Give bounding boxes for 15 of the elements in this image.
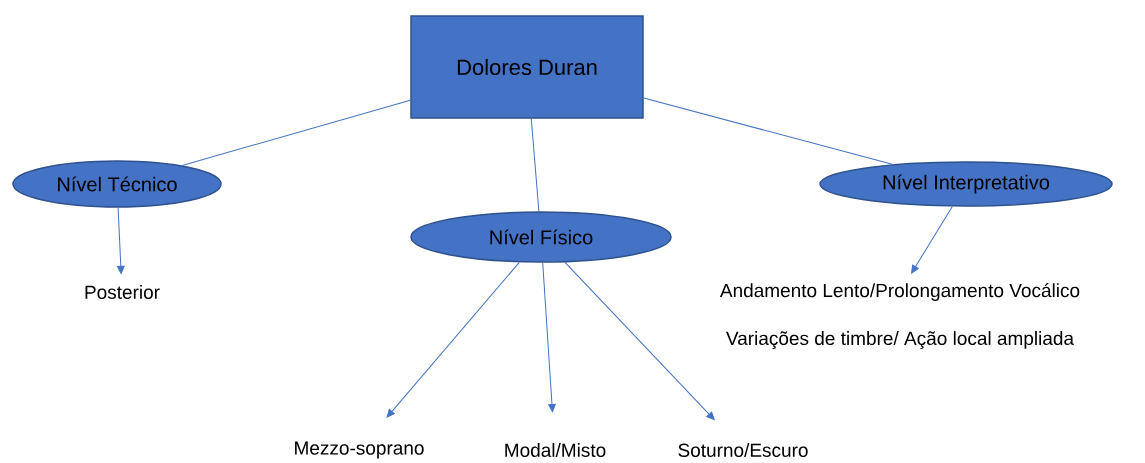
item-text: Andamento Lento/Prolongamento Vocálico <box>719 283 1080 301</box>
arrow <box>564 261 715 421</box>
connector-line <box>530 118 540 212</box>
item-text: Posterior <box>85 285 160 299</box>
item-text: Variações de timbre/ Ação local ampliada <box>726 331 1074 349</box>
item-text: Mezzo-soprano <box>295 441 424 459</box>
connector-line <box>643 97 893 165</box>
arrow <box>386 261 520 418</box>
connector-line <box>181 99 411 166</box>
arrow <box>911 206 953 274</box>
title-box: Dolores Duran <box>410 15 644 119</box>
arrow <box>116 207 125 275</box>
item-text: Modal/Misto <box>505 443 606 457</box>
item-text: Soturno/Escuro <box>678 443 808 457</box>
arrow <box>542 262 556 413</box>
